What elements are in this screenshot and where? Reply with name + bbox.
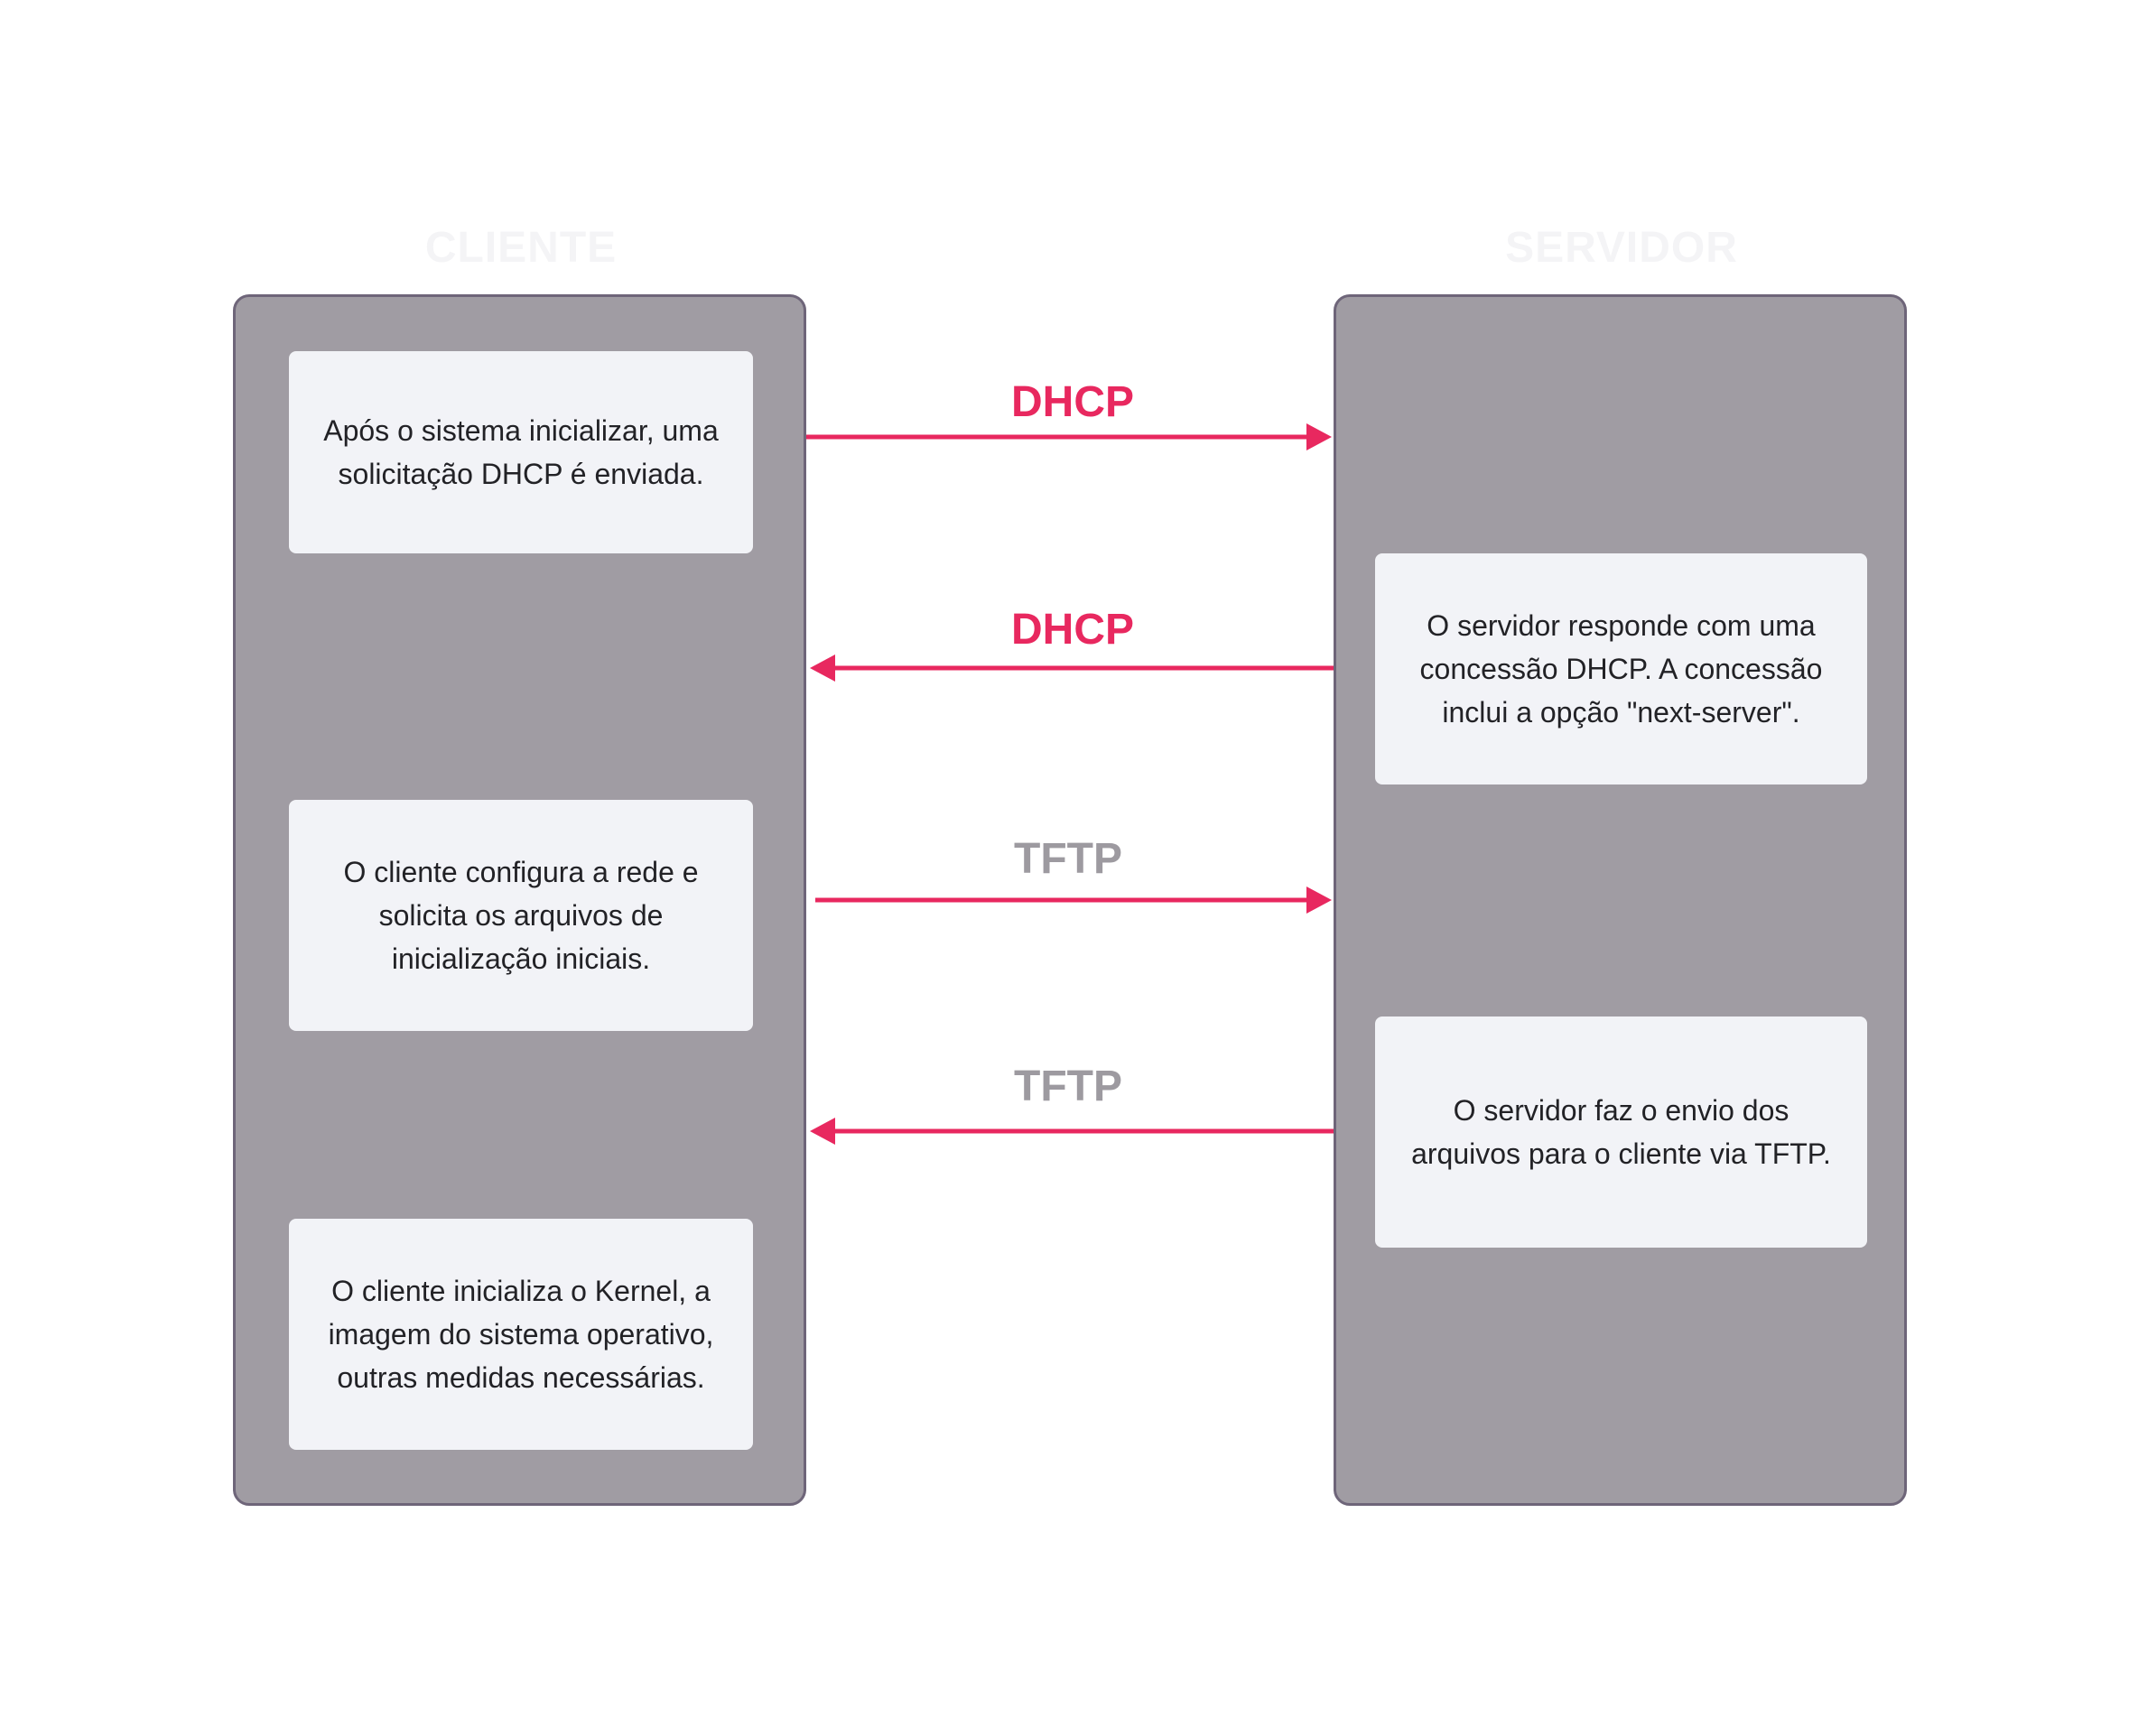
arrowhead-left <box>810 1118 835 1145</box>
lane-title-client: CLIENTE <box>424 224 618 272</box>
step-request-dhcp: Após o sistema inicializar, uma solicita… <box>289 351 753 553</box>
step-text: O servidor faz o envio dos arquivos para… <box>1411 1094 1831 1170</box>
step-text: O cliente inicializa o Kernel, a imagem … <box>328 1275 714 1394</box>
message-label-dhcp-request: DHCP <box>1010 378 1134 426</box>
message-label-tftp-response: TFTP <box>1014 1063 1122 1110</box>
lane-server <box>1334 294 1907 1506</box>
step-boot-kernel: O cliente inicializa o Kernel, a imagem … <box>289 1219 753 1450</box>
arrowhead-right <box>1306 423 1332 450</box>
message-label-dhcp-response: DHCP <box>1010 606 1134 654</box>
lane-title-server: SERVIDOR <box>1505 224 1738 272</box>
step-text: O servidor responde com uma concessão DH… <box>1419 609 1823 729</box>
step-text: Após o sistema inicializar, uma solicita… <box>323 414 719 490</box>
arrowhead-left <box>810 654 835 682</box>
step-request-boot-files: O cliente configura a rede e solicita os… <box>289 800 753 1031</box>
step-text: O cliente configura a rede e solicita os… <box>343 856 699 975</box>
arrowhead-right <box>1306 887 1332 914</box>
step-send-files-tftp: O servidor faz o envio dos arquivos para… <box>1375 1017 1867 1248</box>
step-dhcp-lease: O servidor responde com uma concessão DH… <box>1375 553 1867 784</box>
message-label-tftp-request: TFTP <box>1014 835 1122 883</box>
